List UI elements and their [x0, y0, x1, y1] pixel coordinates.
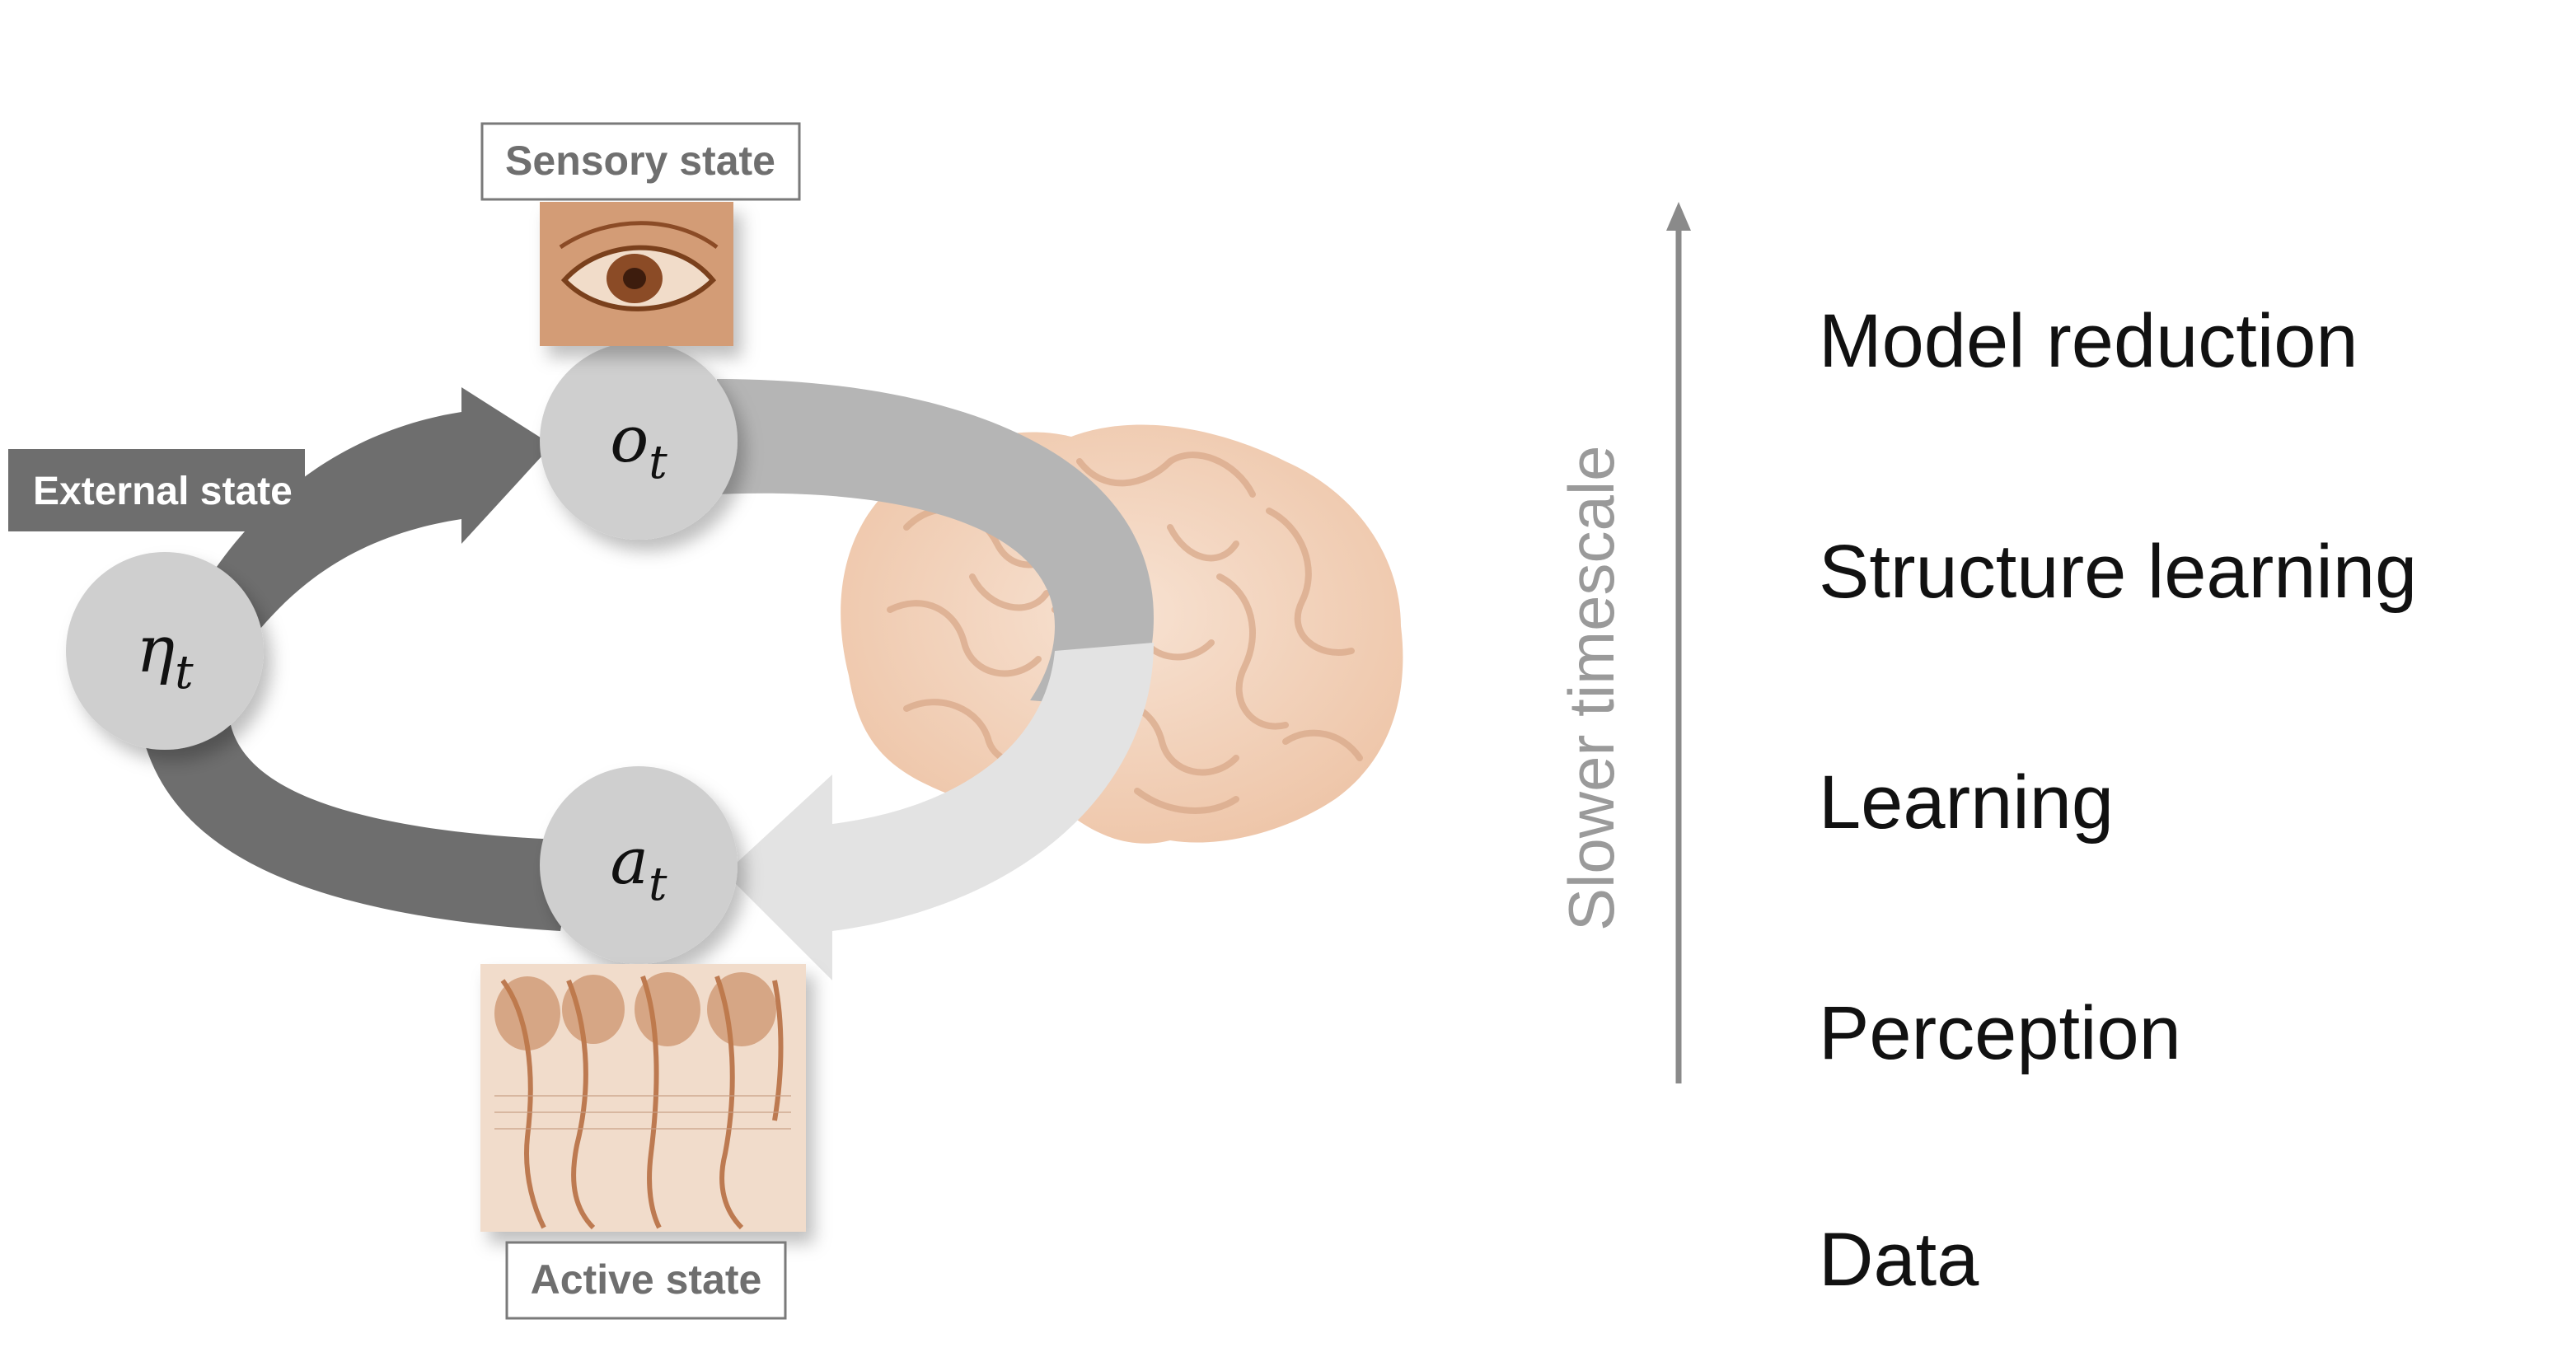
observation-node: ot	[540, 342, 738, 540]
external-subscript: t	[175, 646, 194, 700]
action-node: at	[540, 766, 738, 964]
external-state-label: External state	[33, 470, 293, 513]
level-model-reduction: Model reduction	[1819, 299, 2358, 383]
level-data: Data	[1819, 1218, 1979, 1302]
sensory-state-label: Sensory state	[505, 138, 775, 184]
eye-image	[540, 202, 733, 346]
action-subscript: t	[649, 858, 667, 911]
svg-text:ηt: ηt	[136, 613, 194, 700]
level-perception: Perception	[1819, 991, 2181, 1075]
active-state-label: Active state	[531, 1256, 762, 1303]
level-learning: Learning	[1819, 760, 2114, 845]
active-state-box: Active state	[505, 1241, 787, 1320]
brain-to-action-arrow	[725, 643, 1154, 980]
svg-text:at: at	[610, 825, 667, 911]
sensory-to-brain-arrow	[717, 379, 1154, 709]
action-to-external-arrow	[140, 725, 577, 931]
external-node: ηt	[66, 552, 264, 750]
external-state-banner: External state	[8, 449, 305, 531]
anatomy-image	[480, 964, 806, 1232]
arrow-up-icon	[1666, 202, 1691, 231]
timescale-axis	[1666, 202, 1691, 1083]
action-symbol: a	[610, 825, 649, 899]
level-structure-learning: Structure learning	[1819, 530, 2417, 614]
external-to-sensory-arrow	[181, 387, 552, 634]
external-symbol: η	[136, 613, 175, 687]
svg-text:ot: ot	[610, 403, 667, 489]
observation-symbol: o	[610, 403, 649, 477]
observation-subscript: t	[649, 436, 667, 489]
sensory-state-box: Sensory state	[480, 122, 801, 201]
timescale-axis-label: Slower timescale	[1555, 445, 1628, 931]
